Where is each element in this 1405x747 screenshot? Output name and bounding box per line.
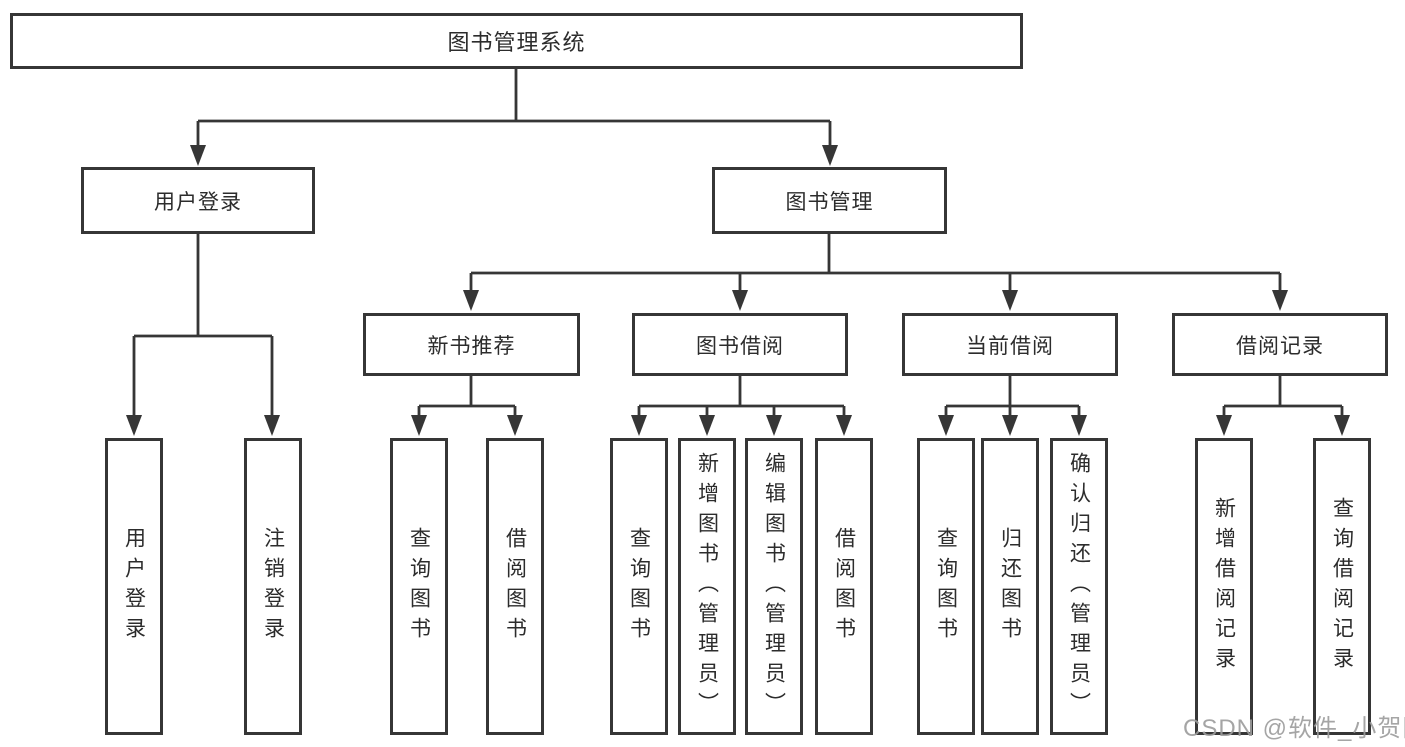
node-label: 确认归还（管理员） — [1067, 451, 1091, 722]
leaf-query-borrow-record: 查询借阅记录 — [1313, 438, 1371, 735]
arrowheads-book-management — [463, 290, 1288, 311]
leaf-query-books-current: 查询图书 — [917, 438, 975, 735]
arrowheads-new-book — [411, 415, 523, 436]
node-user-login: 用户登录 — [81, 167, 315, 234]
connector-borrowing-records — [1222, 376, 1344, 416]
node-label: 借阅图书 — [503, 526, 527, 647]
leaf-return-books: 归还图书 — [981, 438, 1039, 735]
node-book-borrowing: 图书借阅 — [632, 313, 848, 376]
leaf-logout: 注销登录 — [244, 438, 302, 735]
connector-new-book — [417, 376, 517, 416]
arrowheads-current-borrowing — [938, 415, 1087, 436]
node-label: 图书借阅 — [696, 334, 784, 358]
node-label: 归还图书 — [998, 526, 1022, 647]
node-label: 用户登录 — [122, 526, 146, 647]
node-label: 新书推荐 — [427, 334, 516, 358]
arrowheads-book-borrowing — [631, 415, 852, 436]
leaf-borrow-books: 借阅图书 — [815, 438, 873, 735]
watermark: CSDN @软件_小贺同学 — [1183, 715, 1405, 742]
node-borrowing-records: 借阅记录 — [1172, 313, 1388, 376]
node-label: 查询图书 — [627, 526, 651, 647]
node-label: 借阅记录 — [1236, 334, 1324, 358]
leaf-borrow-books-recommend: 借阅图书 — [486, 438, 544, 735]
node-new-book-recommendation: 新书推荐 — [363, 313, 580, 376]
leaf-confirm-return-admin: 确认归还（管理员） — [1050, 438, 1108, 735]
node-library-management-system: 图书管理系统 — [10, 13, 1023, 69]
leaf-user-login: 用户登录 — [105, 438, 163, 735]
node-label: 当前借阅 — [966, 334, 1054, 358]
connector-current-borrowing — [944, 376, 1081, 416]
leaf-add-borrow-record: 新增借阅记录 — [1195, 438, 1253, 735]
node-label: 图书管理系统 — [447, 30, 586, 55]
node-label: 新增借阅记录 — [1212, 496, 1236, 677]
node-current-borrowing: 当前借阅 — [902, 313, 1118, 376]
node-label: 编辑图书（管理员） — [762, 451, 786, 722]
node-label: 查询图书 — [407, 526, 431, 647]
leaf-query-books-recommend: 查询图书 — [390, 438, 448, 735]
node-label: 借阅图书 — [832, 526, 856, 647]
node-label: 查询借阅记录 — [1330, 496, 1354, 677]
connector-book-management — [469, 234, 1282, 291]
leaf-add-books-admin: 新增图书（管理员） — [678, 438, 736, 735]
connector-root — [196, 69, 832, 146]
arrowheads-user-login — [126, 415, 280, 436]
connector-user-login — [132, 234, 274, 416]
arrowheads-borrowing-records — [1216, 415, 1350, 436]
leaf-query-books-borrowing: 查询图书 — [610, 438, 668, 735]
node-label: 查询图书 — [934, 526, 958, 647]
node-label: 图书管理 — [785, 190, 874, 214]
node-label: 注销登录 — [261, 526, 285, 647]
node-label: 新增图书（管理员） — [695, 451, 719, 722]
node-book-management: 图书管理 — [712, 167, 947, 234]
node-label: 用户登录 — [154, 190, 242, 214]
leaf-edit-books-admin: 编辑图书（管理员） — [745, 438, 803, 735]
arrowheads-root — [190, 145, 838, 166]
connector-book-borrowing — [637, 376, 846, 416]
